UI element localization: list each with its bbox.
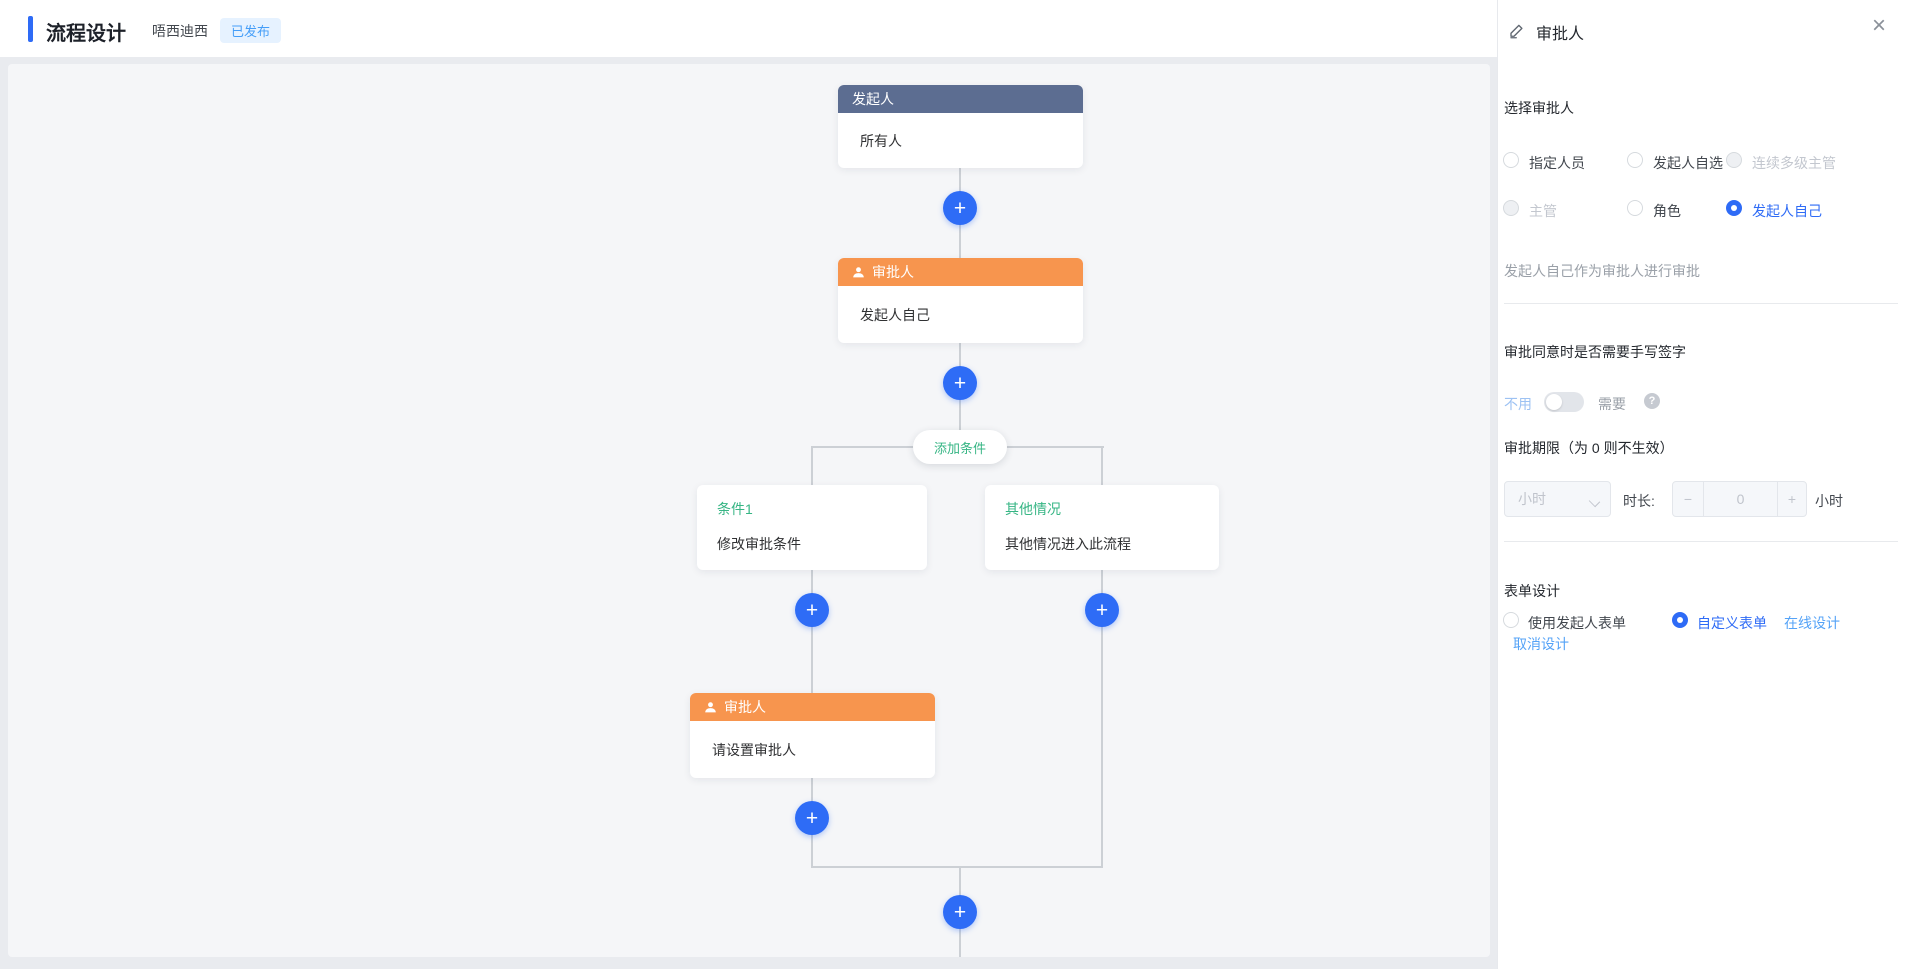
approver-node-body: 发起人自己 <box>860 306 930 323</box>
stepper-plus-icon[interactable]: + <box>1777 482 1806 516</box>
add-node-button[interactable]: + <box>795 801 829 835</box>
radio-label-custom-form[interactable]: 自定义表单 <box>1697 615 1767 631</box>
workflow-name: 唔西迪西 <box>152 23 208 39</box>
condition-body: 修改审批条件 <box>717 536 801 552</box>
radio-initiator-self[interactable] <box>1726 200 1742 216</box>
connector-line <box>811 570 813 693</box>
online-design-link[interactable]: 在线设计 <box>1784 615 1840 631</box>
approver-description: 发起人自己作为审批人进行审批 <box>1504 263 1700 279</box>
toggle-on-label: 需要 <box>1598 396 1626 412</box>
plus-icon: + <box>953 196 967 220</box>
connector-line <box>811 446 813 485</box>
signature-toggle[interactable] <box>1544 392 1584 412</box>
approver-node-2[interactable]: 审批人 请设置审批人 <box>690 693 935 778</box>
radio-label-use-initiator-form[interactable]: 使用发起人表单 <box>1528 615 1626 631</box>
add-node-button[interactable]: + <box>1085 593 1119 627</box>
radio-initiator-choose[interactable] <box>1627 152 1643 168</box>
radio-assigned-person[interactable] <box>1503 152 1519 168</box>
plus-icon: + <box>1095 598 1109 622</box>
condition-node-else[interactable]: 其他情况 其他情况进入此流程 <box>985 485 1219 570</box>
start-node-title: 发起人 <box>852 91 894 107</box>
close-icon[interactable]: × <box>1872 12 1887 39</box>
toggle-off-label: 不用 <box>1504 396 1532 412</box>
radio-label-initiator-self[interactable]: 发起人自己 <box>1752 203 1822 219</box>
help-icon[interactable]: ? <box>1644 393 1660 409</box>
radio-label-initiator-choose[interactable]: 发起人自选 <box>1653 155 1723 171</box>
radio-label-multilevel-supervisor: 连续多级主管 <box>1752 155 1836 171</box>
start-node[interactable]: 发起人 所有人 <box>838 85 1083 168</box>
top-header: 流程设计 唔西迪西 已发布 <box>0 0 1497 57</box>
approver-node-title: 审批人 <box>872 264 914 280</box>
connector-line <box>1101 446 1103 485</box>
radio-custom-form[interactable] <box>1672 612 1688 628</box>
unit-select[interactable]: 小时 <box>1504 481 1611 517</box>
add-node-button[interactable]: + <box>795 593 829 627</box>
toggle-knob <box>1546 394 1562 410</box>
stepper-minus-icon[interactable]: − <box>1673 482 1704 516</box>
add-node-button[interactable]: + <box>943 895 977 929</box>
radio-label-role[interactable]: 角色 <box>1653 203 1681 219</box>
condition-node-1[interactable]: 条件1 修改审批条件 <box>697 485 927 570</box>
approver-node-1[interactable]: 审批人 发起人自己 <box>838 258 1083 343</box>
signature-section-label: 审批同意时是否需要手写签字 <box>1504 344 1686 360</box>
duration-unit-label: 小时 <box>1815 493 1843 509</box>
plus-icon: + <box>805 806 819 830</box>
condition-title: 条件1 <box>717 501 753 517</box>
edit-icon <box>1510 24 1523 39</box>
title-accent-bar <box>28 16 33 42</box>
condition-title: 其他情况 <box>1005 501 1061 517</box>
chevron-down-icon <box>1588 495 1601 508</box>
person-icon <box>705 701 716 712</box>
approver-node-body: 请设置审批人 <box>712 741 796 758</box>
duration-label: 时长: <box>1623 493 1655 509</box>
merge-line <box>811 866 1103 868</box>
divider <box>1504 303 1898 304</box>
duration-value[interactable]: 0 <box>1736 491 1745 507</box>
duration-stepper[interactable]: − 0 + <box>1672 481 1807 517</box>
radio-label-assigned-person[interactable]: 指定人员 <box>1529 155 1585 171</box>
radio-use-initiator-form[interactable] <box>1503 612 1519 628</box>
add-condition-button[interactable]: 添加条件 <box>913 430 1007 464</box>
person-icon <box>853 266 864 277</box>
radio-label-supervisor: 主管 <box>1529 203 1557 219</box>
condition-body: 其他情况进入此流程 <box>1005 536 1131 552</box>
panel-title: 审批人 <box>1536 26 1585 43</box>
approver-node-title: 审批人 <box>724 699 766 715</box>
unit-select-value: 小时 <box>1518 491 1546 507</box>
radio-multilevel-supervisor <box>1726 152 1742 168</box>
cancel-design-link[interactable]: 取消设计 <box>1513 636 1569 652</box>
approver-node-header: 审批人 <box>690 693 935 721</box>
status-badge: 已发布 <box>220 18 282 43</box>
add-node-button[interactable]: + <box>943 366 977 400</box>
plus-icon: + <box>805 598 819 622</box>
plus-icon: + <box>953 371 967 395</box>
deadline-section-label: 审批期限（为 0 则不生效） <box>1504 440 1674 456</box>
plus-icon: + <box>953 900 967 924</box>
flow-canvas[interactable]: 发起人 所有人 + 审批人 发起人自己 + 添加条件 条件1 修改审批条件 其他… <box>8 64 1490 957</box>
start-node-body: 所有人 <box>860 132 902 149</box>
add-condition-label: 添加条件 <box>933 440 986 456</box>
start-node-header: 发起人 <box>838 85 1083 113</box>
add-node-button[interactable]: + <box>943 191 977 225</box>
form-design-section-label: 表单设计 <box>1504 583 1560 599</box>
page-title: 流程设计 <box>46 23 126 45</box>
select-approver-section-label: 选择审批人 <box>1504 100 1574 116</box>
approver-node-header: 审批人 <box>838 258 1083 286</box>
divider <box>1504 541 1898 542</box>
radio-role[interactable] <box>1627 200 1643 216</box>
approver-settings-panel: 审批人 × 选择审批人 指定人员 发起人自选 连续多级主管 主管 角色 发起人自… <box>1497 0 1920 969</box>
radio-supervisor <box>1503 200 1519 216</box>
connector-line <box>1101 570 1103 868</box>
